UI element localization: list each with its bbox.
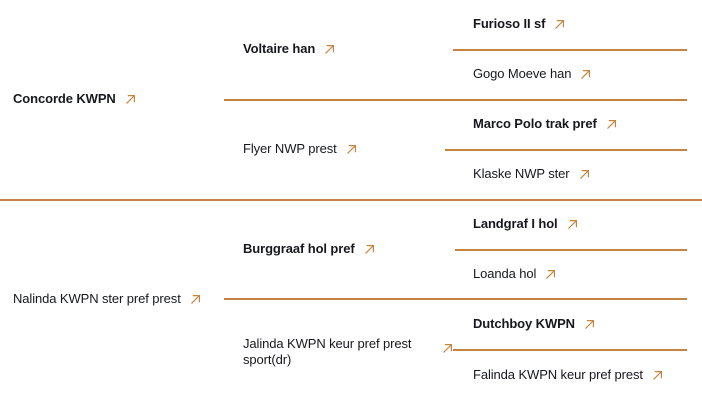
- pedigree-node-label: Flyer NWP prest: [243, 141, 337, 156]
- arrow-up-right-icon[interactable]: [440, 341, 455, 356]
- arrow-up-right-icon[interactable]: [123, 92, 138, 107]
- pedigree-node-gen3-sire-4[interactable]: Dutchboy KWPN: [473, 316, 597, 332]
- arrow-up-right-icon[interactable]: [322, 42, 337, 57]
- arrow-up-right-icon[interactable]: [188, 292, 203, 307]
- pedigree-node-label: Falinda KWPN keur pref prest: [473, 367, 643, 382]
- pedigree-node-label: Klaske NWP ster: [473, 166, 570, 181]
- pedigree-node-label: Jalinda KWPN keur pref prest sport(dr): [243, 336, 412, 367]
- branch-divider: [0, 199, 702, 201]
- pedigree-node-gen2-dam-2-arrow[interactable]: [440, 340, 455, 356]
- pedigree-node-gen2-dam-1[interactable]: Flyer NWP prest: [243, 141, 359, 157]
- pedigree-node-label: Voltaire han: [243, 41, 316, 56]
- arrow-up-right-icon[interactable]: [582, 317, 597, 332]
- arrow-up-right-icon[interactable]: [543, 267, 558, 282]
- connector-gen3-sire-branch-top: [453, 49, 687, 51]
- pedigree-node-gen3-sire-1[interactable]: Furioso II sf: [473, 16, 567, 32]
- arrow-up-right-icon[interactable]: [650, 368, 665, 383]
- pedigree-node-label: Furioso II sf: [473, 16, 546, 31]
- arrow-up-right-icon[interactable]: [362, 242, 377, 257]
- arrow-up-right-icon[interactable]: [344, 142, 359, 157]
- pedigree-node-gen3-dam-3[interactable]: Loanda hol: [473, 266, 558, 282]
- pedigree-node-gen3-dam-4[interactable]: Falinda KWPN keur pref prest: [473, 367, 665, 383]
- connector-gen3-dam-branch-top: [455, 249, 687, 251]
- pedigree-node-label: Landgraf I hol: [473, 216, 558, 231]
- pedigree-node-gen3-dam-2[interactable]: Klaske NWP ster: [473, 166, 592, 182]
- pedigree-node-gen2-sire-2[interactable]: Burggraaf hol pref: [243, 241, 377, 257]
- connector-gen3-sire-branch-bottom: [445, 149, 687, 151]
- pedigree-node-label: Burggraaf hol pref: [243, 241, 355, 256]
- pedigree-node-gen2-sire-1[interactable]: Voltaire han: [243, 41, 337, 57]
- connector-gen2-dam-branch: [224, 298, 687, 300]
- arrow-up-right-icon[interactable]: [577, 167, 592, 182]
- pedigree-node-label: Nalinda KWPN ster pref prest: [13, 291, 181, 306]
- pedigree-node-gen3-sire-3[interactable]: Landgraf I hol: [473, 216, 580, 232]
- arrow-up-right-icon[interactable]: [578, 67, 593, 82]
- pedigree-node-gen2-dam-2[interactable]: Jalinda KWPN keur pref prest sport(dr): [243, 336, 448, 368]
- arrow-up-right-icon[interactable]: [565, 217, 580, 232]
- pedigree-node-label: Loanda hol: [473, 266, 537, 281]
- pedigree-node-label: Dutchboy KWPN: [473, 316, 575, 331]
- connector-gen2-sire-branch: [224, 99, 687, 101]
- pedigree-node-gen1-dam[interactable]: Nalinda KWPN ster pref prest: [13, 291, 203, 307]
- pedigree-node-label: Gogo Moeve han: [473, 66, 572, 81]
- pedigree-node-gen3-dam-1[interactable]: Gogo Moeve han: [473, 66, 593, 82]
- arrow-up-right-icon[interactable]: [604, 117, 619, 132]
- pedigree-node-gen1-sire[interactable]: Concorde KWPN: [13, 91, 138, 107]
- pedigree-node-gen3-sire-2[interactable]: Marco Polo trak pref: [473, 116, 619, 132]
- connector-gen3-dam-branch-bottom: [453, 349, 687, 351]
- arrow-up-right-icon[interactable]: [552, 17, 567, 32]
- pedigree-node-label: Concorde KWPN: [13, 91, 116, 106]
- pedigree-node-label: Marco Polo trak pref: [473, 116, 597, 131]
